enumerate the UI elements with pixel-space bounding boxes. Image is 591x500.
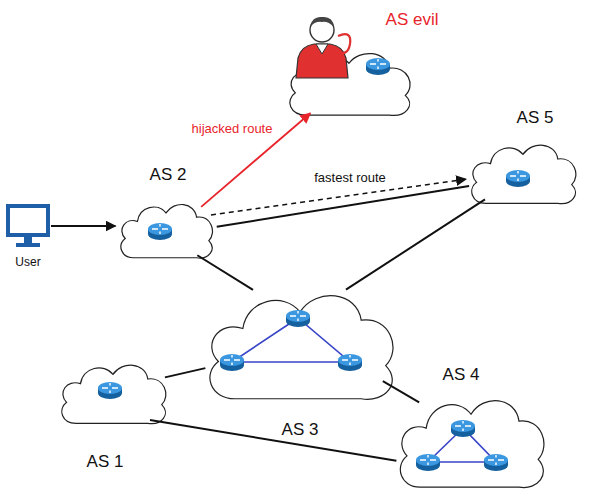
node-label: AS 3 <box>282 421 319 440</box>
cloud-outline <box>472 145 576 203</box>
as-cloud: AS 1 <box>55 358 171 428</box>
node-label: AS 1 <box>87 453 124 472</box>
cloud-outline <box>62 365 166 423</box>
node-label: AS evil <box>386 11 439 30</box>
edge-label: fastest route <box>314 170 386 185</box>
cloud-outline <box>210 296 393 400</box>
link-line <box>201 113 310 207</box>
node-label: AS 2 <box>150 166 187 185</box>
as-cloud: AS evil <box>282 46 416 120</box>
link-line <box>217 186 469 227</box>
as-cloud: AS 5 <box>465 138 581 208</box>
cloud-outline <box>400 401 544 488</box>
monitor-base <box>16 243 40 247</box>
user-terminal: User <box>5 203 51 251</box>
cloud-shape <box>282 46 416 120</box>
cloud-shape <box>198 283 402 407</box>
as-cloud: AS 4 <box>391 390 551 494</box>
as-cloud: AS 3 <box>198 283 402 407</box>
attacker-collar <box>316 44 328 54</box>
attacker-rope <box>338 34 350 53</box>
attacker-hair <box>310 17 334 27</box>
link-line <box>197 255 253 290</box>
link-line <box>150 420 396 461</box>
cloud-outline <box>290 54 410 116</box>
link-line <box>346 199 485 289</box>
link-line <box>51 225 115 227</box>
cloud-shape <box>115 198 217 262</box>
cloud-shape <box>465 138 581 208</box>
node-label: AS 5 <box>517 109 554 128</box>
node-label: AS 4 <box>443 366 480 385</box>
node-label: User <box>15 256 40 269</box>
monitor-stand <box>24 236 32 244</box>
monitor-screen <box>8 206 48 235</box>
attacker-head <box>310 18 334 42</box>
as-cloud: AS 2 <box>115 198 217 262</box>
link-line <box>211 179 466 215</box>
cloud-outline <box>121 205 213 258</box>
link-line <box>165 368 205 377</box>
cloud-shape <box>55 358 171 428</box>
cloud-shape <box>391 390 551 494</box>
edge-label: hijacked route <box>192 121 273 136</box>
monitor-icon <box>5 203 51 251</box>
